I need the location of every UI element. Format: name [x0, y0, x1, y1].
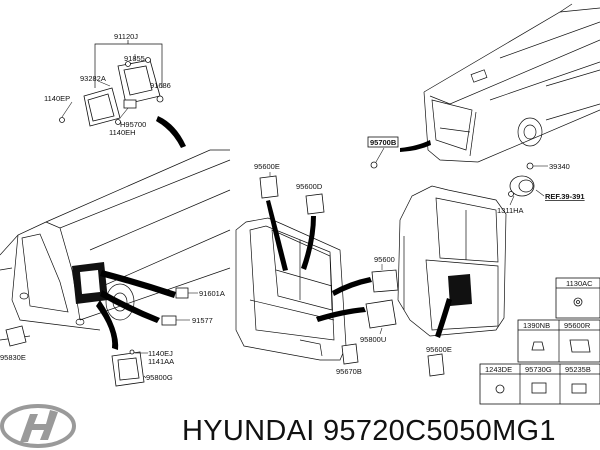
center-panel	[235, 217, 347, 361]
table-cell-1390NB: 1390NB	[523, 321, 550, 330]
hyundai-logo-icon	[0, 404, 76, 448]
clip-91601A	[175, 287, 198, 299]
label-1311HA: 1311HA	[497, 206, 524, 215]
part-95600E-top	[259, 172, 279, 199]
parts-table	[479, 277, 600, 405]
table-cell-1130AC: 1130AC	[566, 279, 593, 288]
footer-title: HYUNDAI 95720C5050MG1	[182, 415, 556, 447]
table-cell-1243DE: 1243DE	[485, 365, 512, 374]
rear-camera-assembly	[508, 162, 548, 206]
part-95800U	[365, 299, 397, 335]
callout-arrow-ecu	[156, 116, 186, 148]
callout-arrow-95600D	[301, 216, 316, 270]
table-cell-95600R: 95600R	[564, 321, 591, 330]
label-1140EH: 1140EH	[109, 128, 136, 137]
label-95830E: 95830E	[0, 353, 26, 362]
bus-front-view	[0, 149, 231, 341]
label-95800U: 95800U	[360, 335, 386, 344]
label-91601A: 91601A	[199, 289, 225, 298]
clip-91577	[161, 315, 190, 326]
part-95600E-bottom	[427, 353, 445, 377]
label-95600D: 95600D	[296, 182, 323, 191]
label-ref-39-391: REF.39-391	[545, 192, 585, 201]
callout-arrow-95600E-bottom	[435, 298, 452, 338]
callout-arrow-95800U	[316, 307, 366, 322]
table-cell-95235B: 95235B	[565, 365, 591, 374]
part-95670B	[341, 343, 359, 365]
right-electrical-box	[448, 274, 472, 306]
ecu-assembly	[59, 40, 164, 127]
callout-arrow-91577	[100, 290, 160, 323]
callout-arrow-95600	[332, 277, 372, 296]
callout-arrow-95800G	[96, 300, 119, 350]
label-95700B: 95700B	[370, 138, 397, 147]
callout-arrow-95600E	[266, 200, 288, 271]
right-panel	[397, 185, 507, 337]
label-91686: 91686	[150, 81, 171, 90]
callout-arrow-sensor	[400, 140, 431, 152]
table-cell-95730G: 95730G	[525, 365, 552, 374]
callout-arrow-91601A	[100, 270, 176, 298]
label-1140EJ: 1140EJ	[148, 349, 173, 358]
part-95830E	[5, 325, 27, 347]
part-95600D	[305, 193, 325, 215]
label-91577: 91577	[192, 316, 213, 325]
label-95670B: 95670B	[336, 367, 362, 376]
label-91855: 91855	[124, 54, 145, 63]
bus-rear-view	[423, 3, 600, 163]
label-95600E-bottom: 95600E	[426, 345, 452, 354]
part-95800G	[111, 349, 148, 387]
label-91120J: 91120J	[114, 32, 138, 41]
part-95600	[371, 264, 399, 293]
label-1141AA: 1141AA	[148, 357, 174, 366]
label-95600E-top: 95600E	[254, 162, 280, 171]
label-1140EP: 1140EP	[44, 94, 70, 103]
label-39340: 39340	[549, 162, 570, 171]
label-box-95700B	[367, 136, 399, 148]
label-95800G: 95800G	[146, 373, 173, 382]
label-93282A: 93282A	[80, 74, 106, 83]
label-H95700: H95700	[120, 120, 146, 129]
label-95600: 95600	[374, 255, 395, 264]
